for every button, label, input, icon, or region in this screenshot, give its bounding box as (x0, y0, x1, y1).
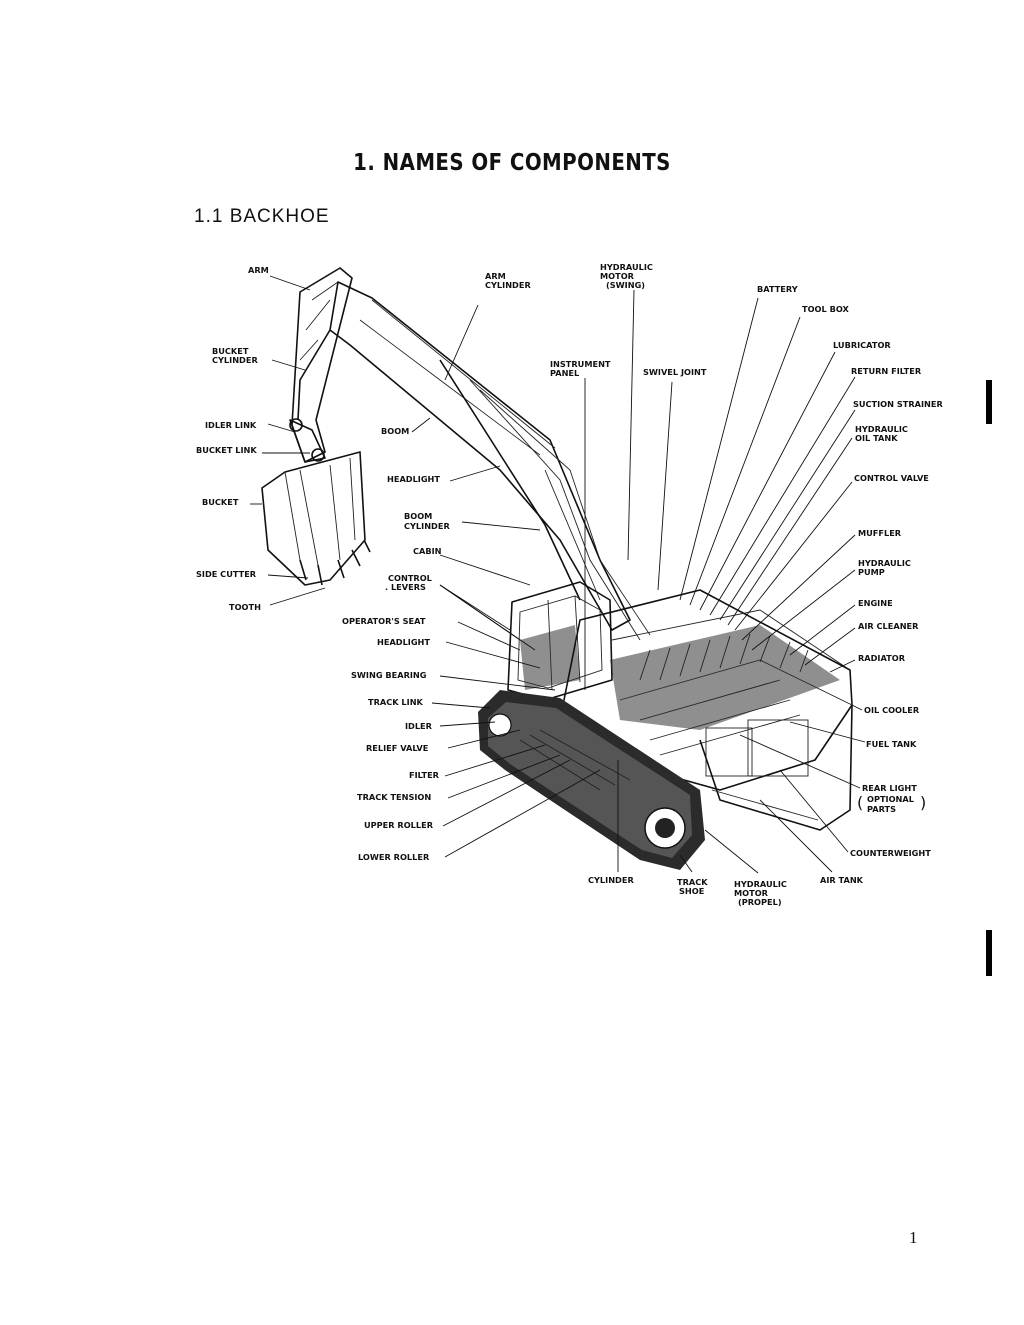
label-engine: ENGINE (858, 598, 893, 608)
label-air-cleaner: AIR CLEANER (858, 621, 919, 631)
label-control-levers-2: . LEVERS (385, 582, 426, 592)
label-hyd-motor-propel-1: HYDRAULIC (734, 879, 787, 889)
label-swing-bearing: SWING BEARING (351, 670, 427, 680)
label-hydraulic-oil-tank-2: OIL TANK (855, 433, 898, 443)
label-instrument-panel-1: INSTRUMENT (550, 359, 611, 369)
label-hydraulic-oil-tank-1: HYDRAULIC (855, 424, 908, 434)
leader-lines (250, 275, 866, 874)
label-return-filter: RETURN FILTER (851, 366, 922, 376)
label-lower-roller: LOWER ROLLER (358, 852, 430, 862)
label-upper-roller: UPPER ROLLER (364, 820, 434, 830)
label-filter: FILTER (409, 770, 440, 780)
label-side-cutter: SIDE CUTTER (196, 569, 257, 579)
label-tooth: TOOTH (229, 602, 261, 612)
label-control-valve: CONTROL VALVE (854, 473, 929, 483)
page-title: 1. NAMES OF COMPONENTS (353, 150, 671, 176)
label-hyd-motor-propel-3: (PROPEL) (738, 897, 782, 907)
label-idler-link: IDLER LINK (205, 420, 257, 430)
label-arm: ARM (248, 265, 269, 275)
margin-bar-top (986, 380, 992, 424)
section-title: 1.1 BACKHOE (194, 206, 330, 227)
label-hydraulic-pump-2: PUMP (858, 567, 885, 577)
label-bucket-cylinder-1: BUCKET (212, 346, 249, 356)
label-muffler: MUFFLER (858, 528, 902, 538)
label-track-shoe-1: TRACK (677, 877, 708, 887)
label-hyd-motor-swing-2: MOTOR (600, 271, 635, 281)
label-rear-light-1: REAR LIGHT (862, 783, 917, 793)
label-hydraulic-pump-1: HYDRAULIC (858, 558, 911, 568)
label-suction-strainer: SUCTION STRAINER (853, 399, 943, 409)
label-idler: IDLER (405, 721, 433, 731)
label-track-tension: TRACK TENSION (357, 792, 431, 802)
label-boom-cylinder-1: BOOM (404, 511, 432, 521)
label-battery: BATTERY (757, 284, 799, 294)
label-arm-cylinder-1: ARM (485, 271, 506, 281)
label-arm-cylinder-2: CYLINDER (485, 280, 531, 290)
rear-light-bracket-close: ) (920, 793, 926, 812)
page-number: 1 (909, 1228, 918, 1247)
label-fuel-tank: FUEL TANK (866, 739, 917, 749)
label-track-link: TRACK LINK (368, 697, 424, 707)
label-rear-light-2: OPTIONAL (867, 794, 914, 804)
label-cylinder: CYLINDER (588, 875, 634, 885)
label-air-tank: AIR TANK (820, 875, 864, 885)
label-boom: BOOM (381, 426, 409, 436)
label-boom-cylinder-2: CYLINDER (404, 521, 450, 531)
label-headlight-1: HEADLIGHT (387, 474, 440, 484)
label-track-shoe-2: SHOE (679, 886, 704, 896)
label-bucket-cylinder-2: CYLINDER (212, 355, 258, 365)
label-cabin: CABIN (413, 546, 442, 556)
component-labels: ARM ARM CYLINDER HYDRAULIC MOTOR (SWING)… (196, 262, 943, 907)
label-headlight-2: HEADLIGHT (377, 637, 430, 647)
label-radiator: RADIATOR (858, 653, 906, 663)
label-rear-light-3: PARTS (867, 804, 896, 814)
label-hyd-motor-swing-1: HYDRAULIC (600, 262, 653, 272)
label-control-levers-1: CONTROL (388, 573, 432, 583)
label-lubricator: LUBRICATOR (833, 340, 891, 350)
label-bucket-link: BUCKET LINK (196, 445, 257, 455)
label-operators-seat: OPERATOR'S SEAT (342, 616, 426, 626)
label-counterweight: COUNTERWEIGHT (850, 848, 931, 858)
label-tool-box: TOOL BOX (802, 304, 849, 314)
label-relief-valve: RELIEF VALVE (366, 743, 428, 753)
margin-bar-bottom (986, 930, 992, 976)
label-instrument-panel-2: PANEL (550, 368, 579, 378)
label-bucket: BUCKET (202, 497, 239, 507)
rear-light-bracket-open: ( (857, 793, 863, 812)
label-hyd-motor-swing-3: (SWING) (606, 280, 645, 290)
label-oil-cooler: OIL COOLER (864, 705, 920, 715)
label-swivel-joint: SWIVEL JOINT (643, 367, 707, 377)
label-hyd-motor-propel-2: MOTOR (734, 888, 769, 898)
excavator-illustration (261, 267, 853, 870)
